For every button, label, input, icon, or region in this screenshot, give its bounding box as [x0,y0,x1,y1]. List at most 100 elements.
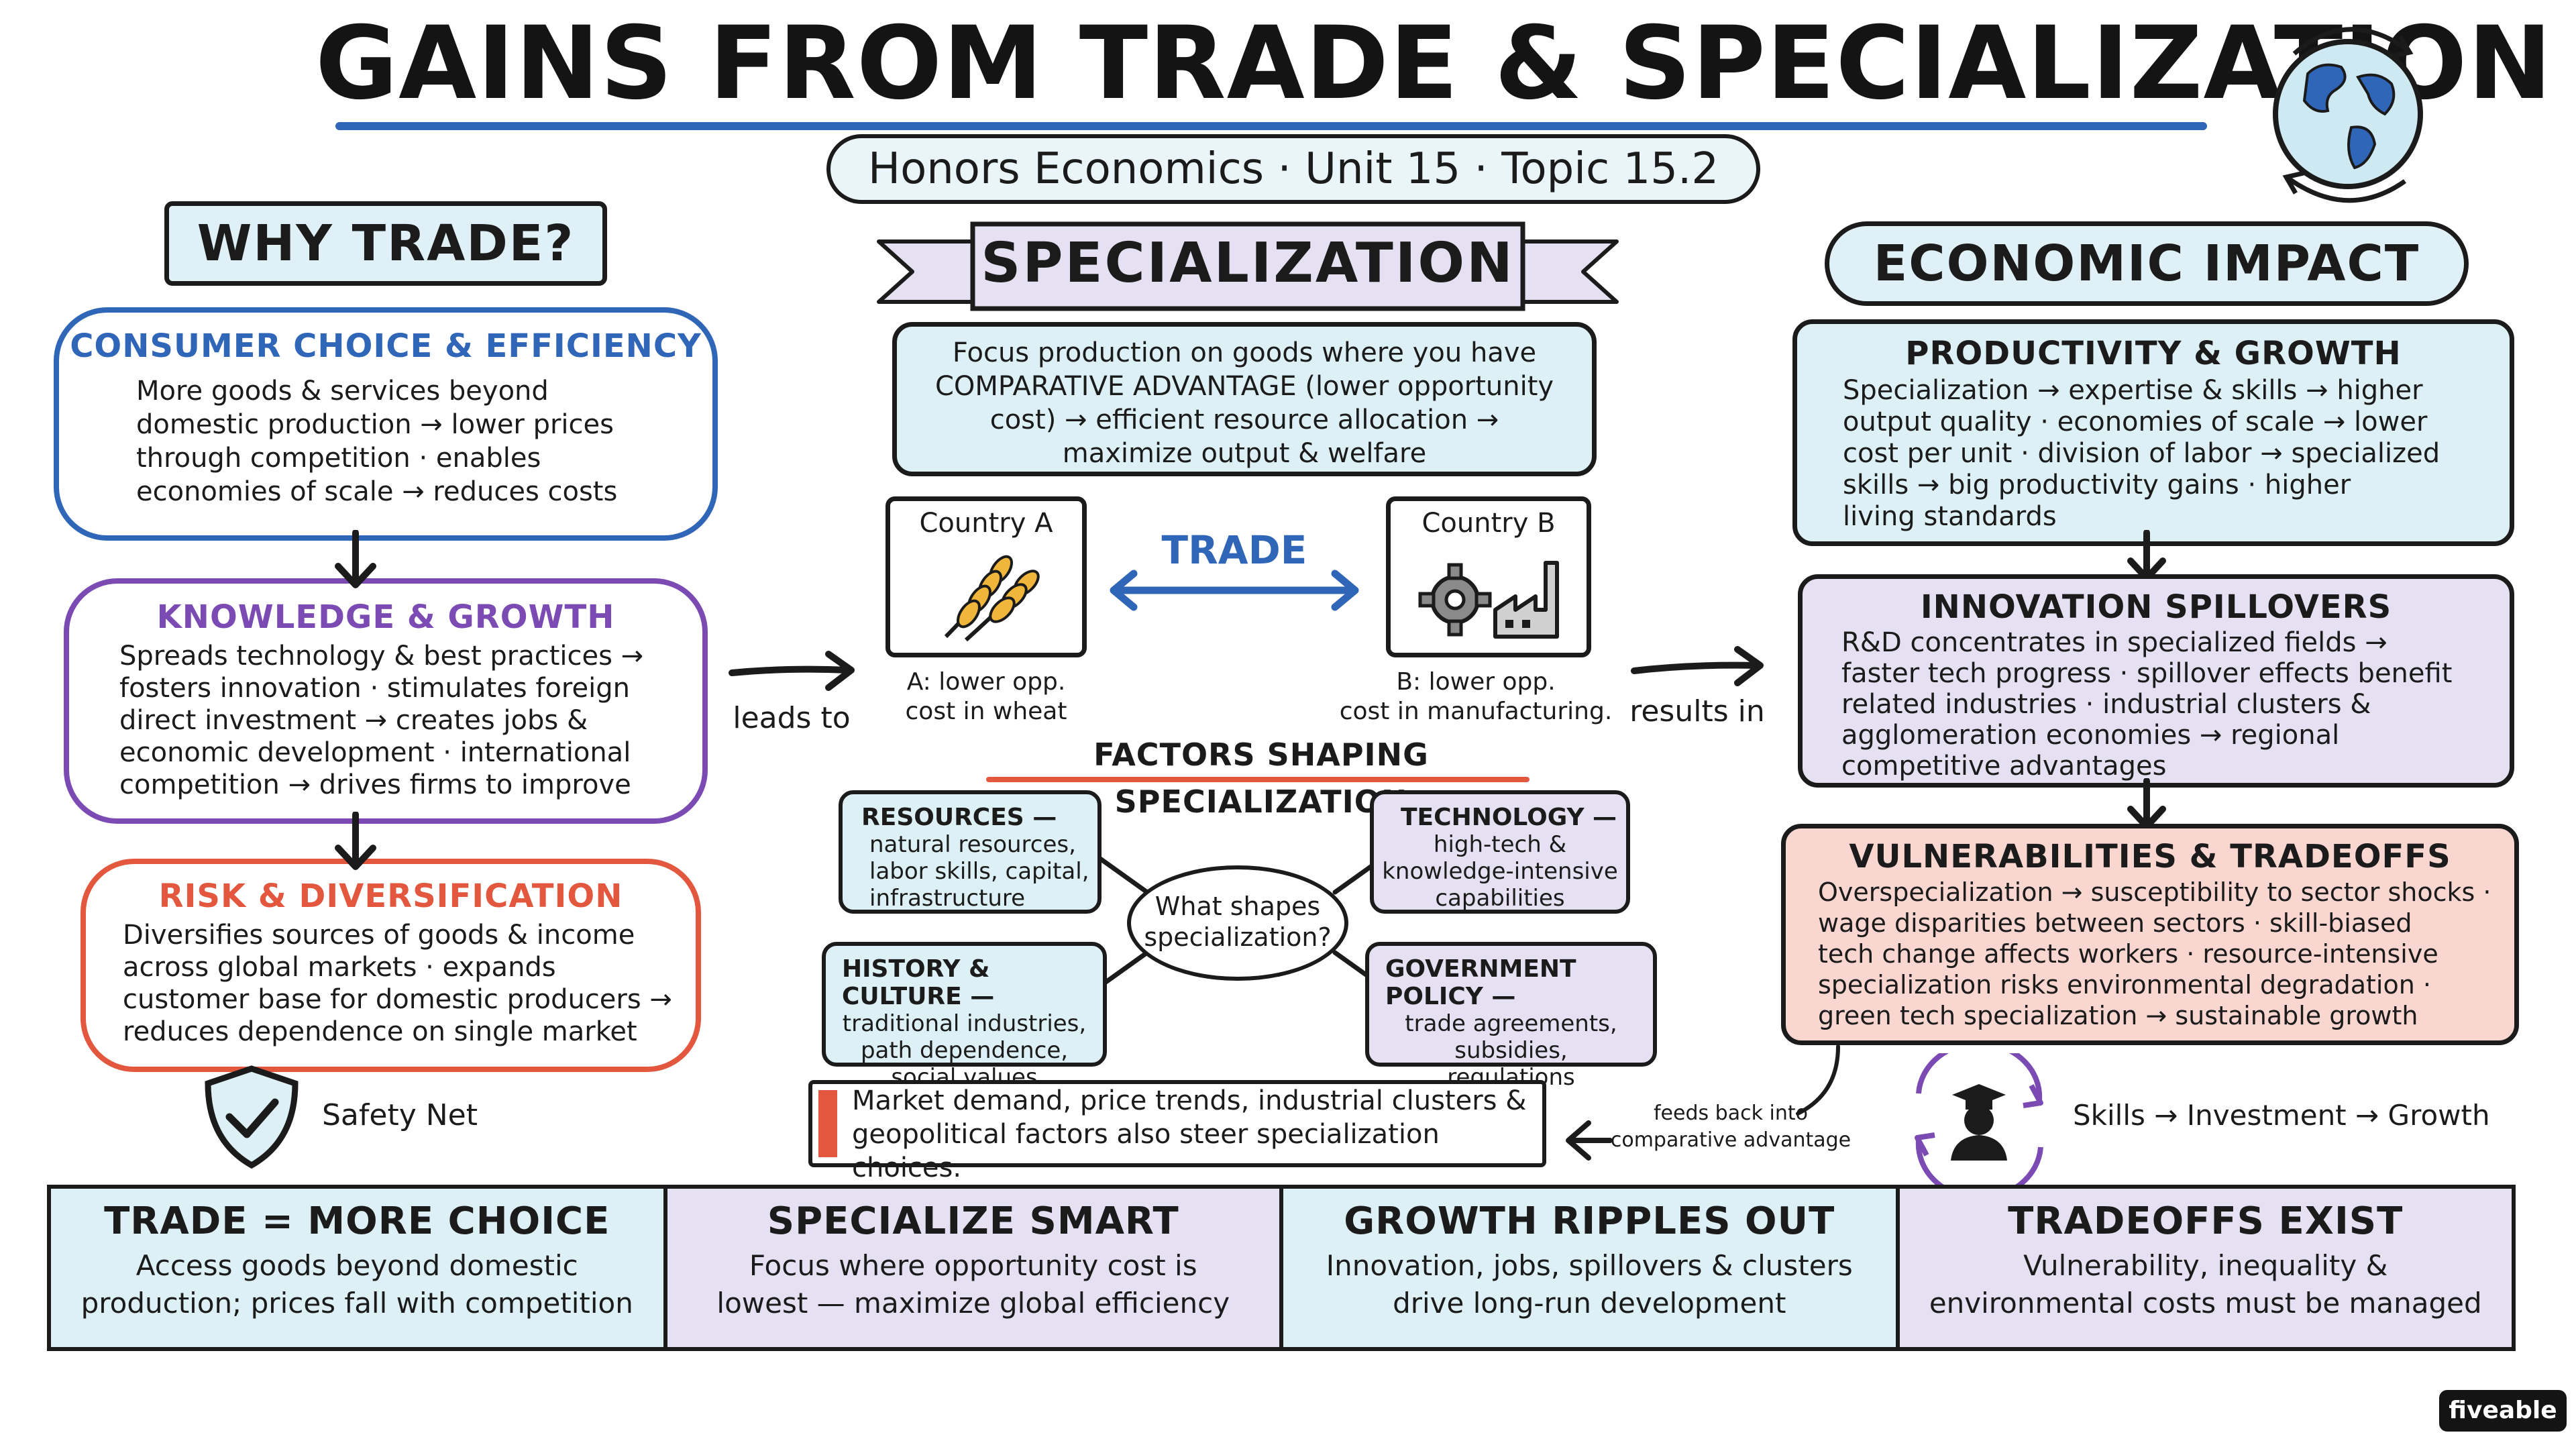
body-line: faster tech progress · spillover effects… [1841,658,2453,689]
factors-title: FACTORS SHAPING SPECIALIZATION [1093,737,1429,820]
factor-technology: TECHNOLOGY — high-tech & knowledge-inten… [1370,790,1630,914]
body-line: Spreads technology & best practices → [119,641,644,672]
takeaway-body: Focus where opportunity cost is lowest —… [667,1247,1280,1322]
body-line: lowest — maximize global efficiency [716,1287,1230,1320]
skills-investment-growth-label: Skills → Investment → Growth [2073,1099,2490,1132]
consumer-choice-box: CONSUMER CHOICE & EFFICIENCY More goods … [54,307,718,541]
body-line: capabilities [1435,885,1565,912]
specialization-banner [877,221,1619,311]
takeaway-body: Innovation, jobs, spillovers & clusters … [1283,1247,1896,1322]
body-line: R&D concentrates in specialized fields → [1841,627,2387,658]
factor-body: traditional industries, path dependence,… [826,1010,1103,1091]
body-line: Specialization → expertise & skills → hi… [1843,375,2423,406]
body-line: reduces dependence on single market [123,1016,637,1047]
down-arrow-icon [335,530,376,588]
factor-title: GOVERNMENT POLICY — [1385,955,1576,1010]
down-arrow-icon [335,812,376,870]
vulnerabilities-body: Overspecialization → susceptibility to s… [1818,877,2514,1031]
body-line: path dependence, [860,1037,1069,1064]
specialization-header: SPECIALIZATION [981,231,1515,295]
country-a-card: Country A [885,496,1087,657]
graduate-cycle-icon [1915,1053,2043,1187]
body-line: Innovation, jobs, spillovers & clusters [1326,1249,1853,1282]
takeaway-tradeoffs-exist: TRADEOFFS EXIST Vulnerability, inequalit… [1899,1189,2512,1347]
market-demand-note [808,1080,1546,1167]
body-line: subsidies, [1454,1037,1568,1064]
body-line: wage disparities between sectors · skill… [1818,908,2412,938]
body-line: competitive advantages [1841,751,2167,782]
factor-body: natural resources, labor skills, capital… [869,831,1097,912]
page-title: GAINS FROM TRADE & SPECIALIZATION [315,5,2553,122]
shield-icon [205,1065,299,1169]
factor-connectors [1097,856,1385,989]
country-b-note: B: lower opp. cost in manufacturing. [1335,667,1617,728]
body-line: direct investment → creates jobs & [119,705,588,736]
body-line: cost per unit · division of labor → spec… [1843,438,2440,469]
productivity-growth-box: PRODUCTIVITY & GROWTH Specialization → e… [1792,319,2514,546]
factors-hub: What shapes specialization? [1127,865,1348,981]
right-arrow-icon [729,651,855,691]
hub-line: specialization? [1144,922,1332,952]
risk-diversification-box: RISK & DIVERSIFICATION Diversifies sourc… [80,859,701,1072]
body-line: traditional industries, [842,1010,1087,1037]
body-line: customer base for domestic producers → [123,984,672,1015]
body-line: maximize output & welfare [1062,438,1427,469]
subtitle-pill: Honors Economics · Unit 15 · Topic 15.2 [826,134,1760,204]
globe-icon [2273,27,2423,203]
feedback-arrow-icon [1566,1044,1840,1161]
knowledge-growth-body: Spreads technology & best practices → fo… [119,640,702,801]
knowledge-growth-box: KNOWLEDGE & GROWTH Spreads technology & … [64,578,708,824]
body-line: production; prices fall with competition [80,1287,633,1320]
trade-label: TRADE [1161,527,1307,573]
safety-net-label: Safety Net [322,1098,478,1132]
feeds-back-label: feeds back into comparative advantage [1610,1100,1851,1161]
body-line: related industries · industrial clusters… [1841,689,2371,720]
body-line: More goods & services beyond [136,376,549,407]
country-b-name: Country B [1421,508,1556,539]
vulnerabilities-tradeoffs-box: VULNERABILITIES & TRADEOFFS Overspeciali… [1781,824,2519,1045]
body-line: environmental costs must be managed [1929,1287,2482,1320]
factor-body: trade agreements, subsidies, regulations [1369,1010,1653,1091]
factor-body: high-tech & knowledge-intensive capabili… [1374,831,1626,912]
factor-history-culture: HISTORY & CULTURE — traditional industri… [822,942,1107,1091]
productivity-body: Specialization → expertise & skills → hi… [1843,375,2510,533]
comparative-advantage-text: Focus production on goods where you have… [897,336,1592,470]
why-trade-header: WHY TRADE? [164,201,607,286]
takeaway-title: SPECIALIZE SMART [767,1199,1179,1243]
innovation-spillovers-box: INNOVATION SPILLOVERS R&D concentrates i… [1798,574,2514,788]
body-line: skills → big productivity gains · higher [1843,470,2351,500]
body-line: Access goods beyond domestic [136,1249,578,1282]
body-line: specialization risks environmental degra… [1818,970,2431,1000]
factors-underline [986,777,1529,782]
takeaway-title: TRADEOFFS EXIST [2008,1199,2404,1243]
note-line: B: lower opp. [1396,668,1556,696]
consumer-choice-title: CONSUMER CHOICE & EFFICIENCY [70,327,702,365]
body-line: trade agreements, [1405,1010,1617,1037]
factor-resources: RESOURCES — natural resources, labor ski… [839,790,1102,914]
body-line: Focus production on goods where you have [952,337,1537,368]
body-line: living standards [1843,501,2057,532]
innovation-body: R&D concentrates in specialized fields →… [1841,627,2510,782]
factor-government-policy: GOVERNMENT POLICY — trade agreements, su… [1365,942,1657,1091]
label-line: feeds back into [1654,1102,1808,1125]
body-line: agglomeration economies → regional [1841,720,2340,751]
risk-diversification-body: Diversifies sources of goods & income ac… [123,919,696,1048]
factor-title: TECHNOLOGY — [1401,804,1617,831]
body-line: drive long-run development [1393,1287,1786,1320]
takeaway-body: Vulnerability, inequality & environmenta… [1900,1247,2512,1322]
fiveable-logo: fiveable [2439,1390,2567,1432]
body-line: high-tech & [1433,831,1567,858]
takeaway-trade-more-choice: TRADE = MORE CHOICE Access goods beyond … [51,1189,667,1347]
country-b-card: Country B [1386,496,1591,657]
hub-line: What shapes [1155,892,1321,921]
market-demand-text: Market demand, price trends, industrial … [852,1084,1536,1183]
takeaway-panels: TRADE = MORE CHOICE Access goods beyond … [47,1185,2516,1351]
consumer-choice-body: More goods & services beyond domestic pr… [136,374,712,508]
takeaway-body: Access goods beyond domestic production;… [51,1247,663,1322]
body-line: infrastructure [869,885,1026,912]
results-in-label: results in [1629,694,1765,729]
factor-title: HISTORY & CULTURE — [842,955,995,1010]
body-line: knowledge-intensive [1382,858,1618,885]
takeaway-title: GROWTH RIPPLES OUT [1344,1199,1835,1243]
label-line: comparative advantage [1610,1128,1851,1152]
